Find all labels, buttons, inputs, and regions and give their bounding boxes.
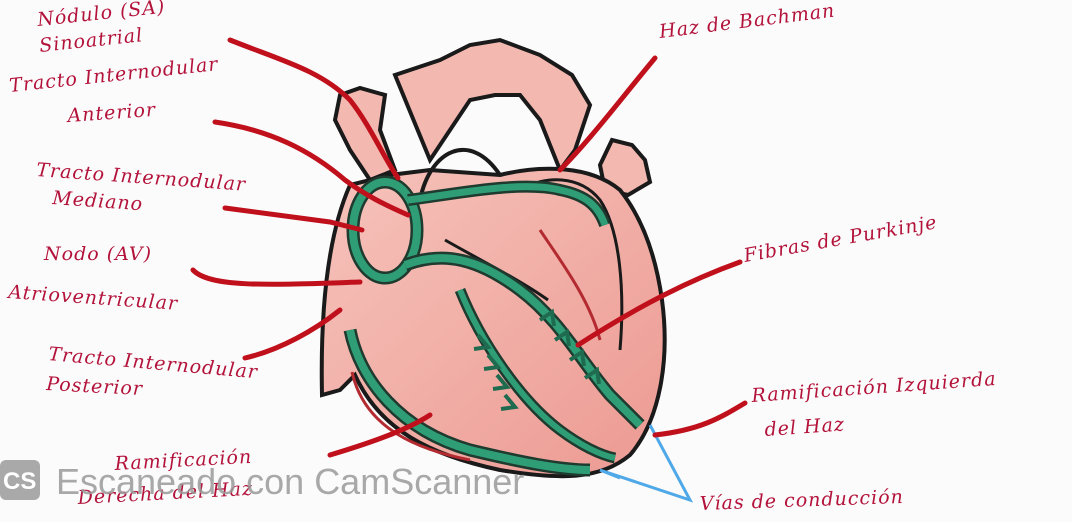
label-rama-izq-line2: del Haz (764, 413, 846, 441)
label-anterior-line1: Tracto Internodular (8, 53, 220, 97)
watermark-text: Escaneado con CamScanner (56, 461, 524, 502)
label-rama-izq-line1: Ramificación Izquierda (750, 368, 997, 407)
label-anterior-line2: Anterior (65, 99, 158, 127)
leader-rama-izq (655, 403, 745, 435)
label-bachman: Haz de Bachman (657, 0, 837, 43)
pulmonary-vein-right (335, 88, 395, 180)
heart-illustration (322, 40, 690, 500)
label-vias: Vías de conducción (699, 486, 904, 515)
label-purkinje: Fibras de Purkinje (741, 211, 939, 267)
watermark-badge-text: CS (3, 468, 36, 495)
camscanner-watermark: CS Escaneado con CamScanner (0, 460, 524, 502)
label-mediano-line2: Mediano (51, 187, 144, 215)
label-av-line1: Nodo (AV) (43, 243, 152, 265)
labels-left: Nódulo (SA) Sinoatrial Tracto Internodul… (6, 0, 260, 509)
aortic-arch (395, 40, 590, 170)
label-av-line2: Atrioventricular (6, 281, 180, 315)
label-posterior-line2: Posterior (45, 373, 145, 400)
labels-right: Haz de Bachman Fibras de Purkinje Ramifi… (657, 0, 997, 515)
label-sa-line1: Nódulo (SA) (35, 0, 166, 31)
